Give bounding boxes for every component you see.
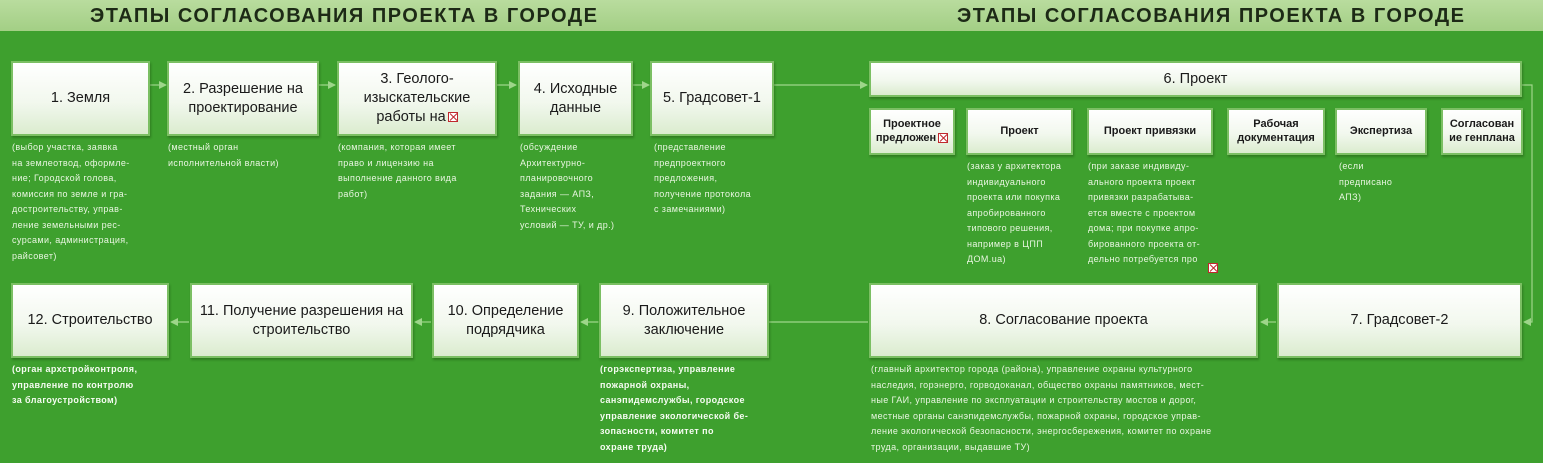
- stage-6-project[interactable]: 6. Проект: [869, 61, 1522, 97]
- stage-4-label: 4. Исходные данные: [533, 80, 618, 116]
- stage-11-building-permit[interactable]: 11. Получение разрешения на строительств…: [190, 283, 413, 358]
- stage-8-project-approval[interactable]: 8. Согласование проекта: [869, 283, 1258, 358]
- arrow-6-7: [1522, 84, 1533, 326]
- broken-image-icon: [447, 112, 458, 123]
- stage-11-label: 11. Получение разрешения на строительств…: [199, 302, 404, 338]
- note-substage-expertise: (если предписано АПЗ): [1339, 161, 1393, 202]
- stage-12-construction[interactable]: 12. Строительство: [11, 283, 169, 358]
- stage-4-initial-data[interactable]: 4. Исходные данные: [518, 61, 633, 136]
- note-stage-12: (орган архстройконтроля, управление по к…: [12, 364, 138, 405]
- note-stage-4: (обсуждение Архитектурно- планировочного…: [520, 142, 615, 230]
- page-title-right: ЭТАПЫ СОГЛАСОВАНИЯ ПРОЕКТА В ГОРОДЕ: [957, 5, 1466, 27]
- note-substage-project: (заказ у архитектора индивидуального про…: [967, 161, 1062, 264]
- note-stage-5: (представление предпроектного предложени…: [654, 142, 752, 214]
- stage-9-label: 9. Положительное заключение: [622, 302, 746, 338]
- stage-10-label: 10. Определение подрядчика: [447, 302, 564, 338]
- substage-expertise[interactable]: Экспертиза: [1335, 108, 1427, 155]
- note-stage-1: (выбор участка, заявка на землеотвод, оф…: [12, 142, 130, 261]
- broken-image-icon: [1208, 263, 1218, 273]
- substage-a-label: Проектное предложен: [875, 118, 941, 144]
- substage-b-label: Проект: [1000, 124, 1039, 137]
- header-bar: [0, 0, 1543, 31]
- substage-e-label: Экспертиза: [1349, 124, 1413, 137]
- stage-1-land[interactable]: 1. Земля: [11, 61, 150, 136]
- stage-2-label: 2. Разрешение на проектирование: [183, 80, 303, 116]
- stage-12-label: 12. Строительство: [27, 312, 153, 329]
- substage-d-label: Рабочая документация: [1237, 118, 1315, 144]
- stage-6-label: 6. Проект: [1163, 70, 1228, 87]
- page-title-left: ЭТАПЫ СОГЛАСОВАНИЯ ПРОЕКТА В ГОРОДЕ: [90, 5, 599, 27]
- substage-genplan-approval[interactable]: Согласован ие генплана: [1441, 108, 1523, 155]
- note-substage-binding: (при заказе индивиду- ального проекта пр…: [1088, 161, 1200, 264]
- note-stage-3: (компания, которая имеет право и лицензи…: [338, 142, 457, 199]
- substage-c-label: Проект привязки: [1103, 124, 1197, 137]
- stage-8-label: 8. Согласование проекта: [979, 312, 1148, 329]
- broken-image-icon: [938, 132, 949, 143]
- note-stage-9: (горэкспертиза, управление пожарной охра…: [600, 364, 749, 452]
- substage-working-docs[interactable]: Рабочая документация: [1227, 108, 1325, 155]
- substage-project[interactable]: Проект: [966, 108, 1073, 155]
- stage-3-label: 3. Геолого-изыскательские работы на: [363, 71, 471, 125]
- stage-7-gradsovet-2[interactable]: 7. Градсовет-2: [1277, 283, 1522, 358]
- stage-3-geology[interactable]: 3. Геолого-изыскательские работы на: [337, 61, 497, 136]
- stage-10-contractor[interactable]: 10. Определение подрядчика: [432, 283, 579, 358]
- note-stage-8: (главный архитектор города (района), упр…: [871, 364, 1212, 452]
- substage-binding-project[interactable]: Проект привязки: [1087, 108, 1213, 155]
- stage-7-label: 7. Градсовет-2: [1350, 312, 1449, 329]
- stage-5-gradsovet-1[interactable]: 5. Градсовет-1: [650, 61, 774, 136]
- stage-2-design-permit[interactable]: 2. Разрешение на проектирование: [167, 61, 319, 136]
- stage-9-positive-conclusion[interactable]: 9. Положительное заключение: [599, 283, 769, 358]
- stage-1-label: 1. Земля: [50, 90, 111, 107]
- stage-5-label: 5. Градсовет-1: [663, 90, 761, 107]
- substage-f-label: Согласован ие генплана: [1449, 118, 1515, 144]
- substage-project-proposal[interactable]: Проектное предложен: [869, 108, 955, 155]
- note-stage-2: (местный орган исполнительной власти): [168, 142, 279, 168]
